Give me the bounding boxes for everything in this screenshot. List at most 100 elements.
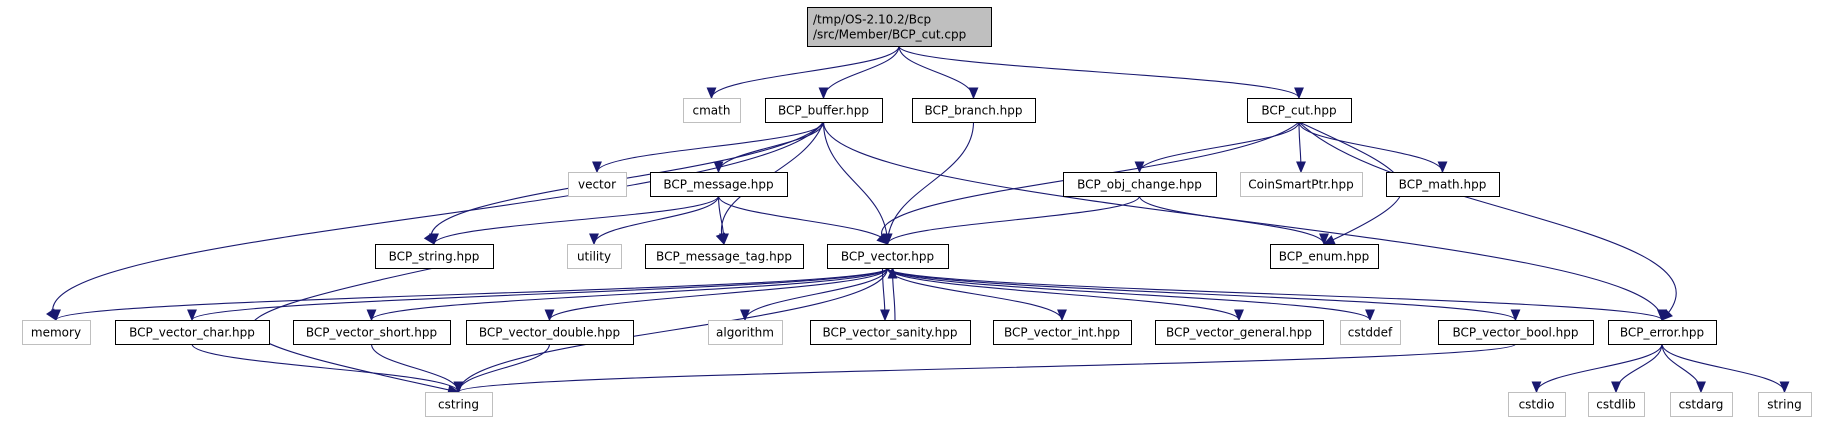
arrowhead-root-to-cmath [706, 87, 717, 100]
node-cut[interactable]: BCP_cut.hpp [1247, 98, 1352, 123]
node-string_hpp[interactable]: BCP_string.hpp [375, 244, 494, 269]
arrowhead-error-to-string_std [1779, 381, 1790, 394]
arrowhead-message-to-string_hpp [429, 233, 439, 246]
node-root-label-line-1: /src/Member/BCP_cut.cpp [813, 28, 966, 42]
node-vshort[interactable]: BCP_vector_short.hpp [293, 320, 451, 345]
edge-cut-to-obj_change [1138, 121, 1300, 173]
edge-vshort-to-cstring [370, 343, 460, 393]
node-string_hpp-box [375, 244, 494, 269]
arrowhead-message-to-message_tag [719, 233, 729, 246]
node-string_std: string [1758, 392, 1812, 417]
edge-bvector-to-memory [55, 267, 889, 321]
edge-root-to-branch [898, 45, 975, 99]
edge-cut-to-bvector [881, 121, 1300, 245]
node-vchar-label-line-0: BCP_vector_char.hpp [129, 326, 255, 340]
arrowhead-cut-to-enum [1322, 235, 1336, 245]
node-vchar[interactable]: BCP_vector_char.hpp [115, 320, 270, 345]
node-memory-label-line-0: memory [31, 326, 81, 340]
node-branch[interactable]: BCP_branch.hpp [912, 98, 1036, 123]
node-vshort-label-line-0: BCP_vector_short.hpp [306, 326, 437, 340]
node-cstddef-label-line-0: cstddef [1348, 326, 1393, 340]
edge-message-to-utility [593, 195, 720, 245]
node-cstdarg-label-line-0: cstdarg [1679, 398, 1724, 412]
node-cstddef-box [1340, 320, 1401, 345]
nodes-layer: /tmp/OS-2.10.2/Bcp/src/Member/BCP_cut.cp… [22, 7, 1812, 417]
node-cmath: cmath [683, 98, 741, 123]
node-string_std-label-line-0: string [1767, 398, 1801, 412]
arrowhead-obj_change-to-enum [1319, 233, 1329, 246]
arrowhead-bvector-to-vchar [187, 309, 197, 322]
edge-message-to-string_hpp [433, 195, 720, 245]
node-obj_change-label-line-0: BCP_obj_change.hpp [1077, 178, 1202, 192]
node-cut-box [1247, 98, 1352, 123]
node-coinsmartptr: CoinSmartPtr.hpp [1240, 172, 1363, 197]
node-vchar-box [115, 320, 270, 345]
node-message_tag[interactable]: BCP_message_tag.hpp [645, 244, 804, 269]
node-vdouble-label-line-0: BCP_vector_double.hpp [479, 326, 620, 340]
node-root-box [807, 7, 992, 47]
node-vbool-label-line-0: BCP_vector_bool.hpp [1453, 326, 1579, 340]
arrowhead-error-to-cstdarg [1696, 381, 1706, 394]
node-message[interactable]: BCP_message.hpp [650, 172, 788, 197]
node-cstdarg-box [1670, 392, 1733, 417]
node-vint-box [993, 320, 1132, 345]
edge-vchar-to-cstring [191, 343, 460, 393]
node-math-label-line-0: BCP_math.hpp [1399, 178, 1487, 192]
node-vbool-box [1438, 320, 1594, 345]
node-vdouble[interactable]: BCP_vector_double.hpp [466, 320, 634, 345]
node-buffer[interactable]: BCP_buffer.hpp [765, 98, 883, 123]
arrowhead-bvector-to-vsanity [880, 309, 890, 322]
arrowhead-cut-to-coinsmartptr [1296, 161, 1306, 174]
edge-cut-to-math [1298, 121, 1444, 173]
node-obj_change[interactable]: BCP_obj_change.hpp [1063, 172, 1217, 197]
edge-bvector-to-vbool [886, 267, 1517, 321]
node-bvector-box [827, 244, 949, 269]
edge-error-to-cstdio [1535, 343, 1663, 393]
node-string_std-box [1758, 392, 1812, 417]
node-enum[interactable]: BCP_enum.hpp [1270, 244, 1379, 269]
node-bvector[interactable]: BCP_vector.hpp [827, 244, 949, 269]
node-vsanity[interactable]: BCP_vector_sanity.hpp [810, 320, 971, 345]
arrowhead-bvector-to-vshort [366, 309, 377, 322]
arrowhead-vsanity-to-bvector [887, 266, 898, 279]
node-error-box [1608, 320, 1717, 345]
node-algorithm-box [708, 320, 783, 345]
node-vshort-box [293, 320, 451, 345]
node-vint[interactable]: BCP_vector_int.hpp [993, 320, 1132, 345]
edge-buffer-to-vector_std [596, 121, 825, 173]
node-cstdarg: cstdarg [1670, 392, 1733, 417]
node-utility-box [567, 244, 622, 269]
node-cmath-box [683, 98, 741, 123]
node-math[interactable]: BCP_math.hpp [1386, 172, 1500, 197]
node-buffer-box [765, 98, 883, 123]
edge-buffer-to-error [822, 121, 1663, 321]
edge-obj_change-to-enum [1138, 195, 1325, 245]
node-error[interactable]: BCP_error.hpp [1608, 320, 1717, 345]
node-vgeneral[interactable]: BCP_vector_general.hpp [1155, 320, 1324, 345]
arrowhead-cut-to-obj_change [1134, 161, 1145, 174]
arrowhead-bvector-to-error [1657, 309, 1667, 322]
arrowhead-bvector-to-algorithm [740, 309, 750, 322]
edge-bvector-to-vgeneral [886, 267, 1240, 321]
edge-branch-to-bvector [886, 121, 975, 245]
node-message-label-line-0: BCP_message.hpp [663, 178, 773, 192]
node-message_tag-box [645, 244, 804, 269]
node-message-box [650, 172, 788, 197]
node-error-label-line-0: BCP_error.hpp [1620, 326, 1704, 340]
edge-bvector-to-algorithm [744, 267, 889, 321]
node-coinsmartptr-label-line-0: CoinSmartPtr.hpp [1248, 178, 1353, 192]
arrowhead-bvector-to-vint [1057, 309, 1067, 322]
node-string_hpp-label-line-0: BCP_string.hpp [389, 250, 480, 264]
node-memory-box [22, 320, 91, 345]
edge-bvector-to-vchar [191, 267, 889, 321]
node-cstdio-label-line-0: cstdio [1519, 398, 1555, 412]
node-vbool[interactable]: BCP_vector_bool.hpp [1438, 320, 1594, 345]
edge-root-to-buffer [822, 45, 900, 99]
arrowhead-root-to-branch [968, 87, 979, 100]
edge-error-to-string_std [1661, 343, 1786, 393]
edge-buffer-to-message [717, 121, 825, 173]
node-root[interactable]: /tmp/OS-2.10.2/Bcp/src/Member/BCP_cut.cp… [807, 7, 992, 47]
node-bvector-label-line-0: BCP_vector.hpp [841, 250, 934, 264]
edge-bvector-to-error [886, 267, 1663, 321]
